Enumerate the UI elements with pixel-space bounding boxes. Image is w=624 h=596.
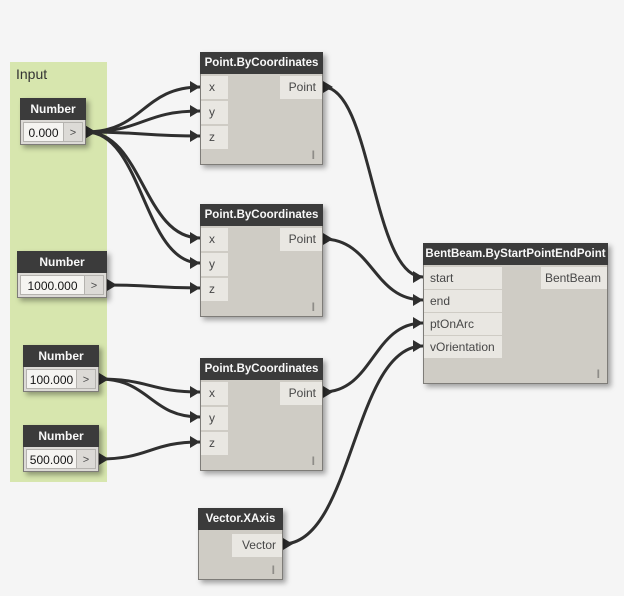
node-title[interactable]: Number [20,98,86,120]
input-port-y[interactable]: y [201,101,228,124]
node-title[interactable]: Point.ByCoordinates [200,204,323,226]
output-port-point[interactable]: Point [280,228,322,251]
input-port-y[interactable]: y [201,407,228,430]
wire-number3-to-point3-y[interactable] [98,373,201,423]
number-body: 1000.000 > [18,273,106,297]
number-stepper-button[interactable]: > [76,449,96,469]
node-point-bycoordinates-3[interactable]: Point.ByCoordinates x y z Point I [200,358,323,471]
number-value-input[interactable]: 500.000 [26,449,76,469]
wire-point1-to-bentbeam-start[interactable] [322,81,424,283]
node-title[interactable]: Point.ByCoordinates [200,52,323,74]
node-title[interactable]: Number [17,251,107,273]
wire-number1-to-point2-x[interactable] [85,126,201,244]
input-port-y[interactable]: y [201,253,228,276]
number-body: 100.000 > [24,367,98,391]
wire-number1-to-point1-x[interactable] [85,81,201,138]
lacing-indicator[interactable]: I [311,454,315,468]
number-body: 500.000 > [24,447,98,471]
wire-number1-to-point1-y[interactable] [85,105,201,138]
input-port-vorientation[interactable]: vOrientation [424,336,502,358]
wire-number2-to-point2-z[interactable] [106,279,201,294]
lacing-indicator[interactable]: I [596,367,600,381]
input-port-z[interactable]: z [201,432,228,455]
input-port-x[interactable]: x [201,228,228,251]
output-port-vector[interactable]: Vector [232,534,282,557]
output-port-point[interactable]: Point [280,76,322,99]
output-port-point[interactable]: Point [280,382,322,405]
node-number-4[interactable]: Number 500.000 > [23,425,99,472]
input-port-ptonarc[interactable]: ptOnArc [424,313,502,335]
input-port-z[interactable]: z [201,278,228,301]
node-number-3[interactable]: Number 100.000 > [23,345,99,392]
node-title[interactable]: Number [23,425,99,447]
number-stepper-button[interactable]: > [63,122,83,142]
input-port-end[interactable]: end [424,290,502,312]
node-number-1[interactable]: Number 0.000 > [20,98,86,145]
number-value-input[interactable]: 0.000 [23,122,63,142]
node-title[interactable]: BentBeam.ByStartPointEndPoint [423,243,608,265]
input-port-x[interactable]: x [201,76,228,99]
node-point-bycoordinates-2[interactable]: Point.ByCoordinates x y z Point I [200,204,323,317]
group-input-label: Input [16,66,48,82]
node-number-2[interactable]: Number 1000.000 > [17,251,107,298]
number-value-input[interactable]: 1000.000 [20,275,84,295]
lacing-indicator[interactable]: I [311,148,315,162]
lacing-indicator[interactable]: I [311,300,315,314]
wire-point3-to-bentbeam-ptonarc[interactable] [322,317,424,398]
node-title[interactable]: Point.ByCoordinates [200,358,323,380]
number-stepper-button[interactable]: > [76,369,96,389]
wire-number1-to-point2-y[interactable] [85,126,201,269]
number-body: 0.000 > [21,120,85,144]
node-bentbeam-bystartpointendpoint[interactable]: BentBeam.ByStartPointEndPoint start end … [423,243,608,384]
node-point-bycoordinates-1[interactable]: Point.ByCoordinates x y z Point I [200,52,323,165]
node-vector-xaxis[interactable]: Vector.XAxis Vector I [198,508,283,580]
wire-number4-to-point3-z[interactable] [98,436,201,465]
node-title[interactable]: Vector.XAxis [198,508,283,530]
input-port-x[interactable]: x [201,382,228,405]
wire-vector-to-bentbeam-vorientation[interactable] [282,340,424,550]
input-port-z[interactable]: z [201,126,228,149]
lacing-indicator[interactable]: I [271,563,275,577]
node-title[interactable]: Number [23,345,99,367]
input-port-start[interactable]: start [424,267,502,289]
wire-point2-to-bentbeam-end[interactable] [322,233,424,306]
output-port-bentbeam[interactable]: BentBeam [541,267,607,289]
number-stepper-button[interactable]: > [84,275,104,295]
number-value-input[interactable]: 100.000 [26,369,76,389]
